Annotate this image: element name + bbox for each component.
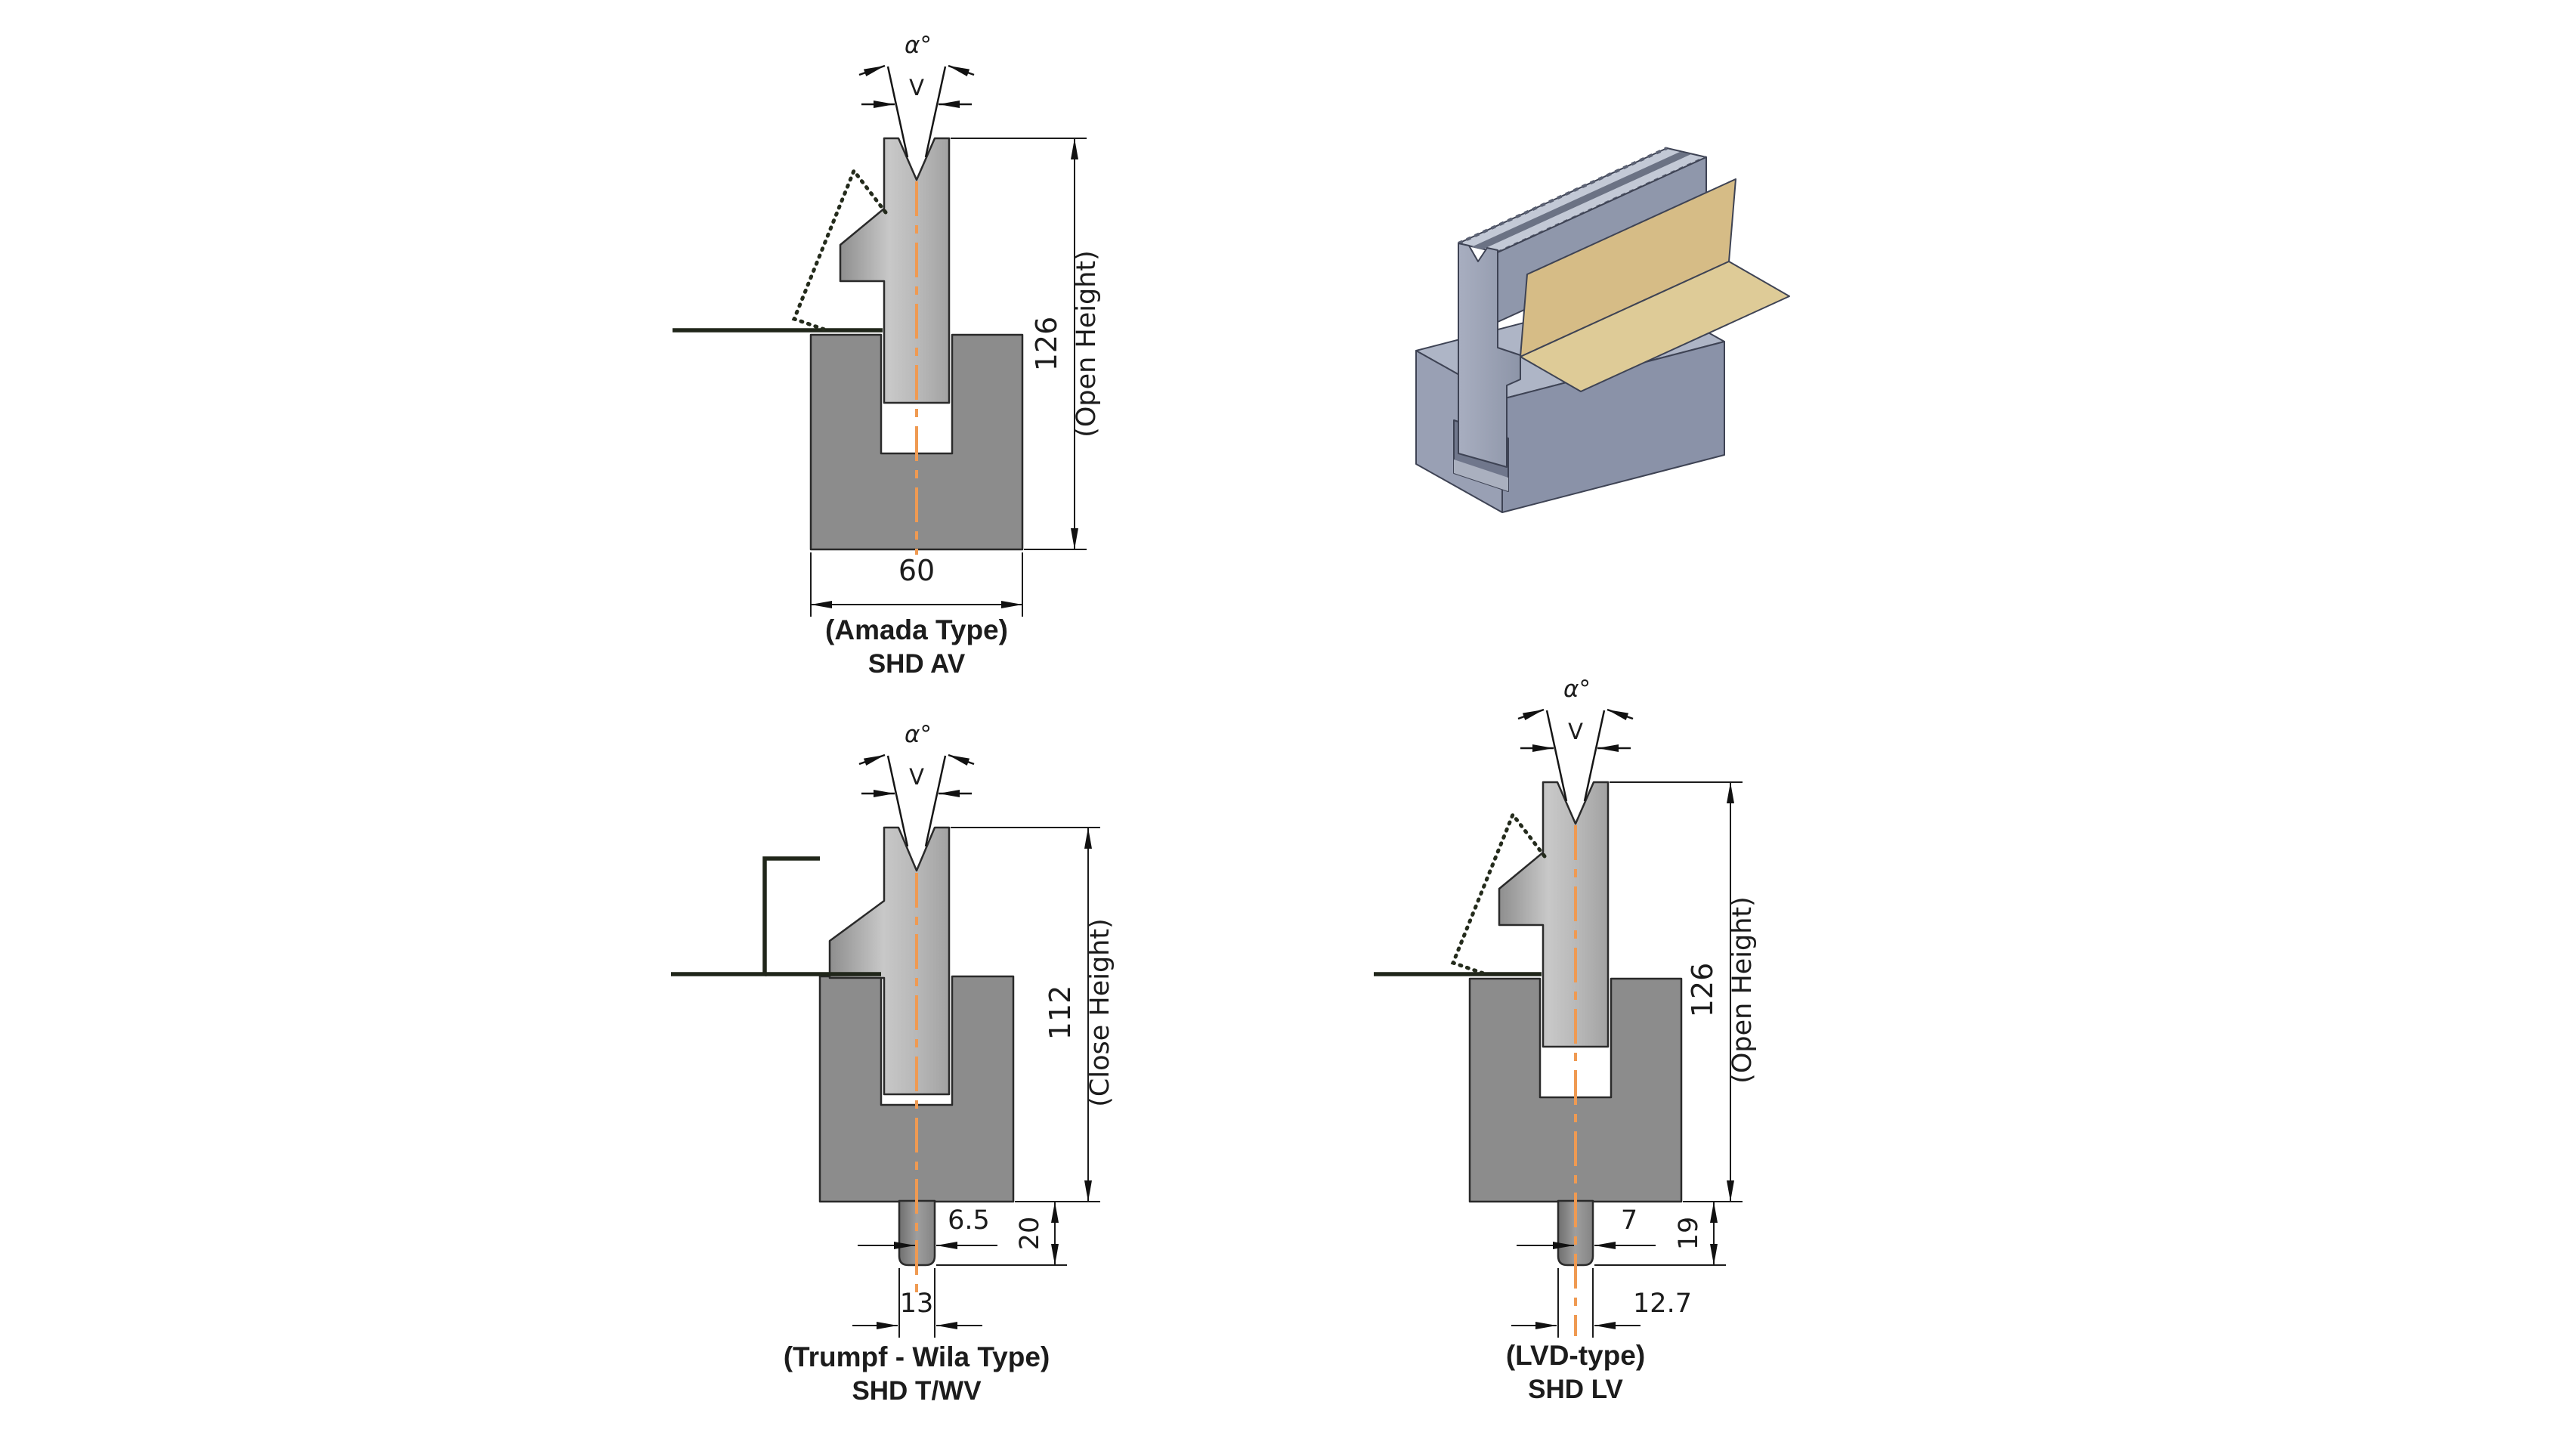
amada-height-value: 126	[1030, 317, 1063, 372]
figure-iso-3d	[1415, 147, 1790, 513]
amada-vee-label: V	[909, 75, 924, 101]
trumpf-vee-label: V	[909, 764, 924, 790]
lvd-angle-annotation: α° V	[1517, 676, 1634, 802]
lvd-tang-offset-value: 7	[1621, 1205, 1637, 1236]
amada-hem-flange	[791, 166, 888, 333]
lvd-hem-flange	[1450, 810, 1547, 976]
trumpf-tang-width-dimension: 13	[852, 1268, 982, 1338]
trumpf-caption-model: SHD T/WV	[852, 1376, 982, 1406]
iso-die-end-profile	[1458, 243, 1521, 468]
lvd-height-value: 126	[1686, 963, 1719, 1018]
amada-width-value: 60	[898, 554, 935, 587]
lvd-tang-offset-dimension: 7	[1517, 1205, 1656, 1249]
iso-die-v-groove	[1471, 152, 1691, 249]
lvd-tang-width-value: 12.7	[1633, 1289, 1692, 1319]
trumpf-tang-offset-dimension: 6.5	[858, 1205, 997, 1249]
trumpf-angle-annotation: α° V	[858, 721, 975, 847]
lvd-angle-label: α°	[1563, 676, 1591, 703]
lvd-height-dimension: 126 (Open Height)	[1610, 781, 1758, 1202]
trumpf-tang-offset-value: 6.5	[948, 1205, 990, 1236]
amada-caption-model: SHD AV	[868, 649, 966, 679]
trumpf-height-value: 112	[1044, 985, 1077, 1041]
lvd-die-block	[1468, 977, 1683, 1203]
figure-amada: α° V 126 (Open Height) 60 (Amada Type) S…	[673, 32, 1102, 679]
trumpf-angle-label: α°	[905, 721, 932, 748]
iso-sheet-flat	[1520, 261, 1790, 392]
trumpf-sheet-line	[671, 856, 820, 976]
trumpf-caption-type: (Trumpf - Wila Type)	[784, 1341, 1050, 1372]
lvd-tang-height-dimension: 19	[1594, 1202, 1726, 1266]
trumpf-tang-height-value: 20	[1015, 1217, 1045, 1251]
iso-die-serration-left	[1458, 147, 1668, 245]
trumpf-punch	[828, 826, 951, 1096]
amada-width-dimension: 60	[810, 552, 1023, 617]
trumpf-die-block	[818, 975, 1015, 1203]
amada-angle-label: α°	[905, 32, 932, 59]
lvd-tang-width-dimension: 12.7	[1511, 1268, 1692, 1338]
trumpf-tang-height-dimension: 20	[936, 1202, 1067, 1266]
figure-trumpf: α° V 112 (Close Height) 20 6.5	[671, 721, 1115, 1406]
lvd-height-note: (Open Height)	[1727, 896, 1758, 1084]
amada-height-dimension: 126 (Open Height)	[951, 138, 1102, 550]
trumpf-height-note: (Close Height)	[1085, 918, 1115, 1106]
amada-height-note: (Open Height)	[1072, 250, 1102, 438]
lvd-caption-type: (LVD-type)	[1506, 1340, 1645, 1371]
amada-caption-type: (Amada Type)	[825, 614, 1008, 645]
trumpf-height-dimension: 112 (Close Height)	[951, 827, 1115, 1202]
lvd-tang-height-value: 19	[1674, 1217, 1704, 1251]
lvd-punch	[1498, 781, 1610, 1048]
iso-slot-floor	[1454, 459, 1508, 491]
figure-lvd: α° V 126 (Open Height) 19 7	[1374, 676, 1758, 1404]
trumpf-tang-width-value: 13	[900, 1289, 934, 1319]
amada-punch	[839, 137, 951, 404]
amada-angle-annotation: α° V	[858, 32, 975, 158]
amada-die-block	[809, 333, 1024, 551]
lvd-caption-model: SHD LV	[1528, 1375, 1623, 1404]
lvd-vee-label: V	[1568, 719, 1583, 744]
